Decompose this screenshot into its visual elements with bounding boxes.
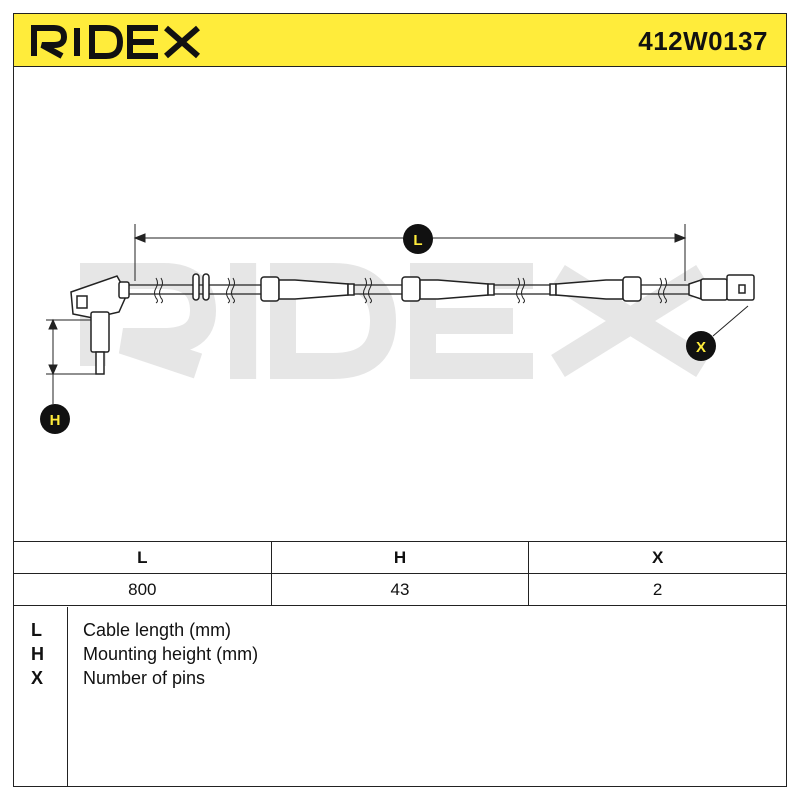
header-bar: 412W0137 <box>13 13 787 67</box>
legend-key: X <box>31 668 44 688</box>
sensor-head <box>70 275 130 375</box>
spec-header-x: X <box>528 541 787 574</box>
svg-text:X: X <box>696 339 706 356</box>
length-callout: L <box>403 224 433 254</box>
spec-header-row: L H X <box>13 541 787 574</box>
spec-value-x: 2 <box>528 573 787 606</box>
legend: L Cable length (mm) H Mounting height (m… <box>13 607 787 787</box>
pins-callout: X <box>686 331 716 361</box>
height-dimension <box>46 318 98 404</box>
svg-text:H: H <box>50 412 61 429</box>
legend-description: Cable length (mm) <box>83 620 232 640</box>
pins-leader <box>712 305 749 337</box>
grommet <box>401 276 495 302</box>
legend-divider <box>67 607 68 787</box>
spec-value-row: 800 43 2 <box>13 573 787 606</box>
svg-text:L: L <box>413 232 422 249</box>
spec-header-h: H <box>270 541 530 574</box>
legend-description: Number of pins <box>83 668 206 688</box>
cable-clip <box>192 273 210 301</box>
ridex-logo <box>31 25 200 59</box>
technical-drawing: L H <box>40 224 755 434</box>
spec-value-l: 800 <box>13 573 272 606</box>
legend-key: L <box>31 620 42 640</box>
watermark-logo <box>80 263 710 379</box>
legend-description: Mounting height (mm) <box>83 644 259 664</box>
spec-header-l: L <box>13 541 272 574</box>
legend-key: H <box>31 644 44 664</box>
height-callout: H <box>40 404 70 434</box>
grommet <box>260 276 355 302</box>
spec-table: L H X 800 43 2 <box>13 541 787 606</box>
part-number: 412W0137 <box>638 26 768 56</box>
break-marks <box>154 277 667 304</box>
spec-value-h: 43 <box>270 573 530 606</box>
grommet <box>549 276 642 302</box>
connector <box>688 274 755 301</box>
